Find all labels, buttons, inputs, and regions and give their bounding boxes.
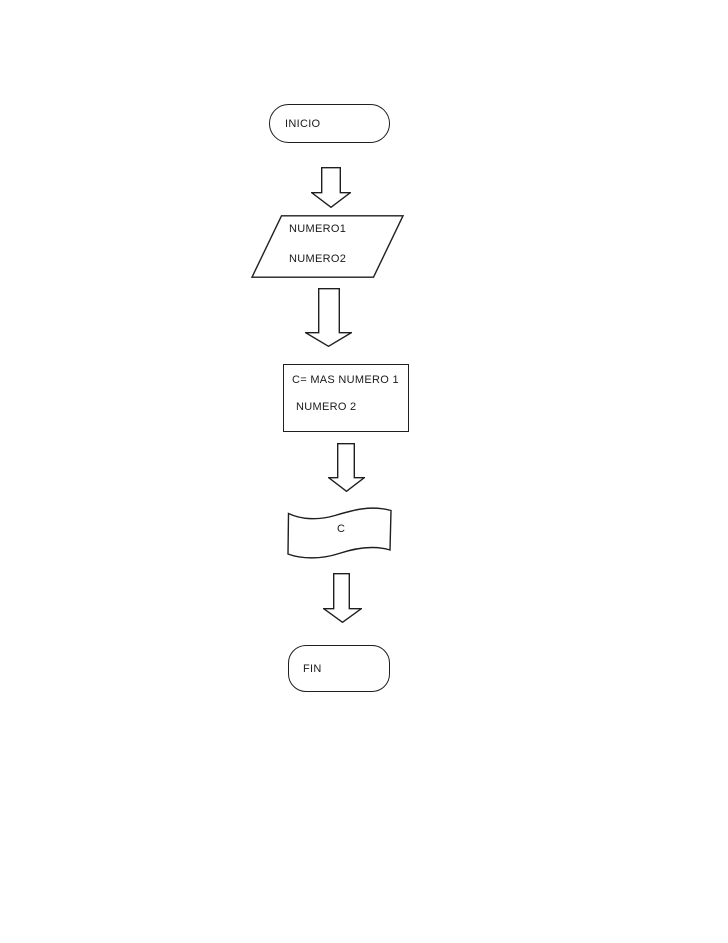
input-node-line1: NUMERO1 [289, 223, 347, 235]
start-node-label: INICIO [285, 117, 321, 130]
end-node-label: FIN [303, 662, 322, 675]
down-block-arrow-icon [305, 288, 352, 347]
parallelogram-shape [251, 215, 404, 278]
process-node-line2: NUMERO 2 [296, 401, 357, 413]
down-block-arrow-icon [323, 573, 362, 623]
process-node-line1: C= MAS NUMERO 1 [292, 374, 399, 386]
flowchart-node-input: NUMERO1 NUMERO2 [251, 215, 404, 278]
down-block-arrow-icon [328, 443, 365, 492]
flowchart-node-process: C= MAS NUMERO 1 NUMERO 2 [283, 364, 409, 432]
output-node-label: C [337, 523, 346, 535]
input-node-line2: NUMERO2 [289, 253, 347, 265]
flowchart-node-end: FIN [288, 645, 390, 692]
down-block-arrow-icon [311, 167, 351, 208]
flowchart-node-output: C [287, 504, 393, 562]
wave-document-shape [287, 507, 392, 559]
flowchart-node-start: INICIO [269, 104, 390, 143]
